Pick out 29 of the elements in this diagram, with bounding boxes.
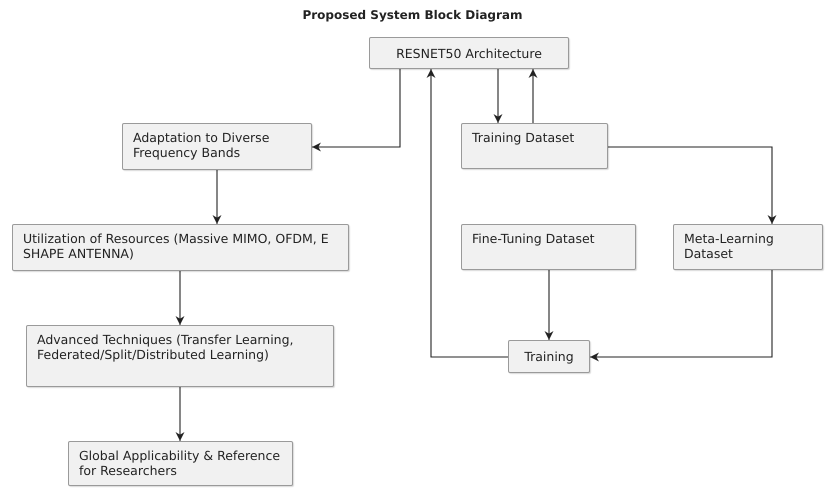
- box-label: Training Dataset: [472, 130, 574, 145]
- process-box: [122, 123, 312, 170]
- box-label: Advanced Techniques (Transfer Learning, Federated/Split/Distributed Learning): [37, 332, 294, 362]
- box-label: Training: [524, 349, 574, 364]
- arrow: [176, 271, 184, 325]
- process-box: [461, 123, 608, 169]
- arrow: [426, 69, 508, 358]
- arrow: [176, 387, 184, 441]
- arrow: [590, 270, 773, 362]
- arrow: [494, 69, 502, 123]
- box-label: Utilization of Resources (Massive MIMO, OFDM, E SHAPE ANTENNA): [23, 231, 330, 261]
- process-box: [68, 441, 293, 486]
- box-label: Fine-Tuning Dataset: [472, 231, 595, 246]
- box-label: Global Applicability & Reference for Researchers: [79, 448, 282, 478]
- process-box: [12, 224, 349, 271]
- box-label: Adaptation to Diverse Frequency Bands: [133, 130, 270, 160]
- process-box: [26, 325, 334, 387]
- box-label: RESNET50 Architecture: [396, 46, 542, 60]
- process-box: [369, 37, 569, 69]
- arrow: [212, 170, 222, 224]
- box-label: Meta-Learning Dataset: [684, 231, 775, 261]
- arrow: [608, 146, 776, 224]
- process-box: [673, 224, 823, 270]
- arrow: [544, 270, 554, 340]
- process-box: [508, 340, 590, 373]
- process-box: [461, 224, 636, 270]
- arrow: [312, 69, 401, 152]
- diagram-title: Proposed System Block Diagram: [301, 7, 524, 24]
- arrow: [528, 69, 538, 123]
